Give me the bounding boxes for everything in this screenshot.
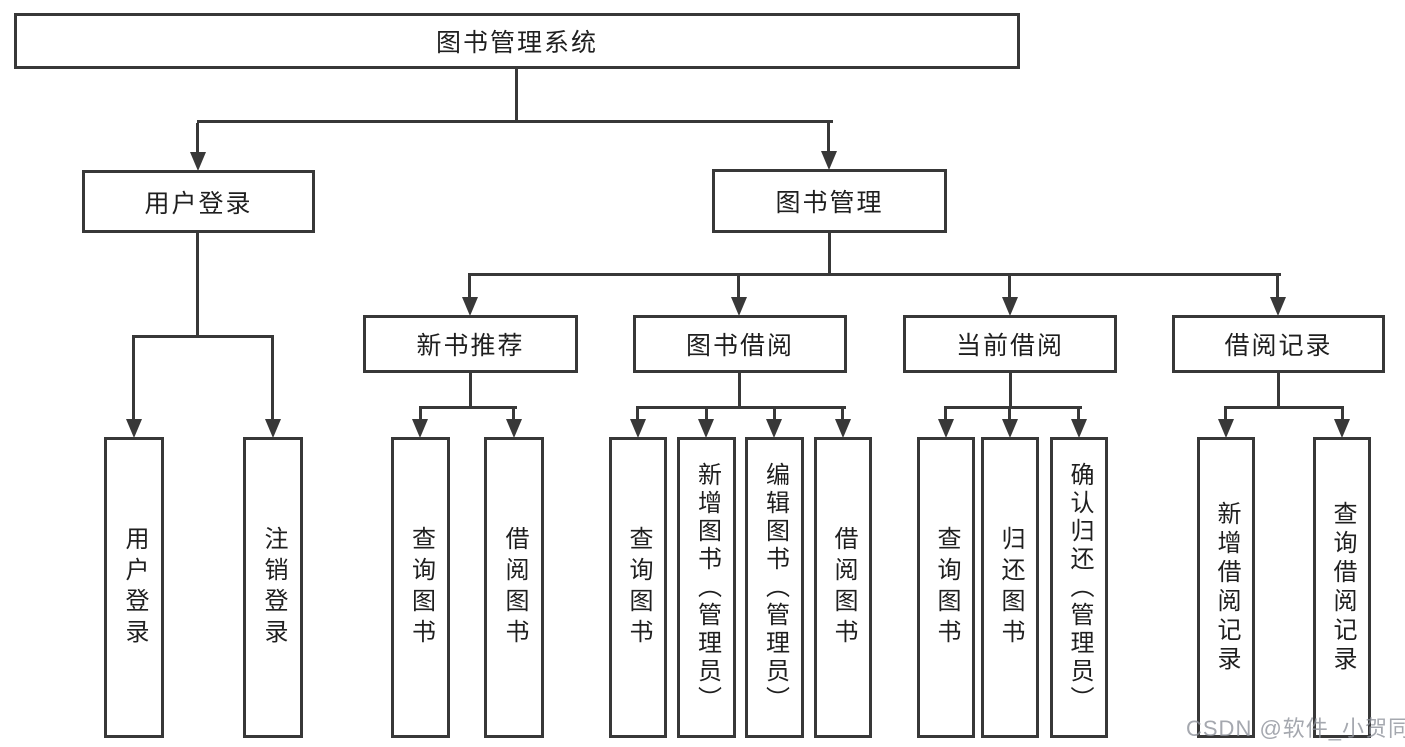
connector-borrow-record-stem	[1277, 371, 1280, 409]
connector-arrow-borrow-record	[1276, 276, 1279, 297]
arrowhead-icon	[731, 297, 747, 316]
connector-new-book-rec-stem	[469, 371, 472, 409]
arrowhead-icon	[1002, 297, 1018, 316]
connector-arrow-leaf	[773, 406, 776, 419]
node-ul-logout-label: 注销登录	[260, 525, 287, 650]
arrowhead-icon	[698, 419, 714, 438]
connector-arrow-leaf	[1077, 406, 1080, 419]
arrowhead-icon	[821, 151, 837, 170]
node-book-borrow: 图书借阅	[633, 315, 847, 373]
connector-new-book-rec-rail	[419, 406, 517, 409]
node-cb-query-label: 查询图书	[933, 525, 960, 650]
node-book-mgmt-label: 图书管理	[775, 189, 884, 217]
connector-arrow-leaf	[1341, 406, 1344, 419]
connector-arrow-leaf	[841, 406, 844, 419]
node-root-label: 图书管理系统	[435, 29, 598, 57]
arrowhead-icon	[190, 152, 206, 171]
node-current-borrow: 当前借阅	[903, 315, 1117, 373]
connector-arrow-ul-logout	[271, 338, 274, 419]
node-cb-query: 查询图书	[917, 437, 975, 738]
connector-arrow-leaf	[1224, 406, 1227, 419]
connector-arrow-user-login	[196, 123, 199, 152]
node-nbr-query: 查询图书	[391, 437, 450, 738]
connector-arrow-leaf	[512, 406, 515, 419]
arrowhead-icon	[938, 419, 954, 438]
connector-arrow-new-book-rec	[468, 276, 471, 297]
connector-user-login-rail	[132, 335, 274, 338]
node-new-book-rec-label: 新书推荐	[416, 332, 525, 360]
connector-arrow-leaf	[636, 406, 639, 419]
connector-arrow-leaf	[944, 406, 947, 419]
connector-borrow-record-rail	[1224, 406, 1344, 409]
arrowhead-icon	[1071, 419, 1087, 438]
node-cb-confirm-admin-label: 确认归还（管理员）	[1066, 461, 1093, 714]
node-ul-login-label: 用户登录	[121, 525, 148, 650]
node-cb-return: 归还图书	[981, 437, 1039, 738]
node-bb-edit-admin-label: 编辑图书（管理员）	[761, 461, 789, 714]
node-new-book-rec: 新书推荐	[363, 315, 578, 373]
connector-current-borrow-rail	[944, 406, 1082, 409]
node-user-login-label: 用户登录	[144, 189, 253, 218]
connector-current-borrow-stem	[1009, 371, 1012, 409]
connector-user-login-stem	[196, 231, 199, 338]
arrowhead-icon	[1218, 419, 1234, 438]
node-br-add: 新增借阅记录	[1197, 437, 1255, 738]
connector-arrow-book-borrow	[737, 276, 740, 297]
arrowhead-icon	[1270, 297, 1286, 316]
arrowhead-icon	[1334, 419, 1350, 438]
connector-arrow-book-mgmt	[827, 123, 830, 151]
node-bb-add-admin: 新增图书（管理员）	[677, 437, 736, 738]
node-bb-edit-admin: 编辑图书（管理员）	[745, 437, 804, 738]
connector-arrow-leaf	[419, 406, 422, 419]
arrowhead-icon	[265, 419, 281, 438]
node-borrow-record: 借阅记录	[1172, 315, 1385, 373]
node-current-borrow-label: 当前借阅	[955, 332, 1064, 360]
connector-arrow-ul-login	[132, 338, 135, 419]
node-book-borrow-label: 图书借阅	[685, 332, 794, 360]
arrowhead-icon	[462, 297, 478, 316]
node-nbr-borrow: 借阅图书	[484, 437, 544, 738]
arrowhead-icon	[126, 419, 142, 438]
arrowhead-icon	[412, 419, 428, 438]
node-ul-logout: 注销登录	[243, 437, 303, 738]
node-book-mgmt: 图书管理	[712, 169, 947, 233]
node-borrow-record-label: 借阅记录	[1224, 332, 1333, 360]
node-bb-borrow: 借阅图书	[814, 437, 872, 738]
node-br-query: 查询借阅记录	[1313, 437, 1371, 738]
connector-book-borrow-stem	[738, 371, 741, 409]
node-cb-confirm-admin: 确认归还（管理员）	[1050, 437, 1108, 738]
node-user-login: 用户登录	[82, 170, 315, 233]
connector-book-borrow-rail	[636, 406, 846, 409]
connector-arrow-leaf	[1008, 406, 1011, 419]
arrowhead-icon	[1002, 419, 1018, 438]
node-root: 图书管理系统	[14, 13, 1020, 69]
arrowhead-icon	[766, 419, 782, 438]
watermark: CSDN @软件_小贺同学	[1186, 716, 1405, 741]
node-br-query-label: 查询借阅记录	[1329, 500, 1356, 675]
arrowhead-icon	[835, 419, 851, 438]
node-bb-add-admin-label: 新增图书（管理员）	[693, 461, 721, 714]
arrowhead-icon	[630, 419, 646, 438]
node-bb-borrow-label: 借阅图书	[830, 525, 857, 650]
connector-level3-rail	[468, 273, 1281, 276]
node-br-add-label: 新增借阅记录	[1213, 500, 1240, 675]
node-bb-query: 查询图书	[609, 437, 667, 738]
node-nbr-query-label: 查询图书	[407, 525, 435, 650]
connector-book-mgmt-stem	[828, 231, 831, 276]
node-cb-return-label: 归还图书	[997, 525, 1024, 650]
node-bb-query-label: 查询图书	[625, 525, 652, 650]
arrowhead-icon	[506, 419, 522, 438]
connector-root-stem	[515, 69, 518, 120]
connector-arrow-current-borrow	[1008, 276, 1011, 297]
node-nbr-borrow-label: 借阅图书	[501, 525, 528, 650]
connector-arrow-leaf	[705, 406, 708, 419]
node-ul-login: 用户登录	[104, 437, 164, 738]
connector-level2-rail	[197, 120, 833, 123]
